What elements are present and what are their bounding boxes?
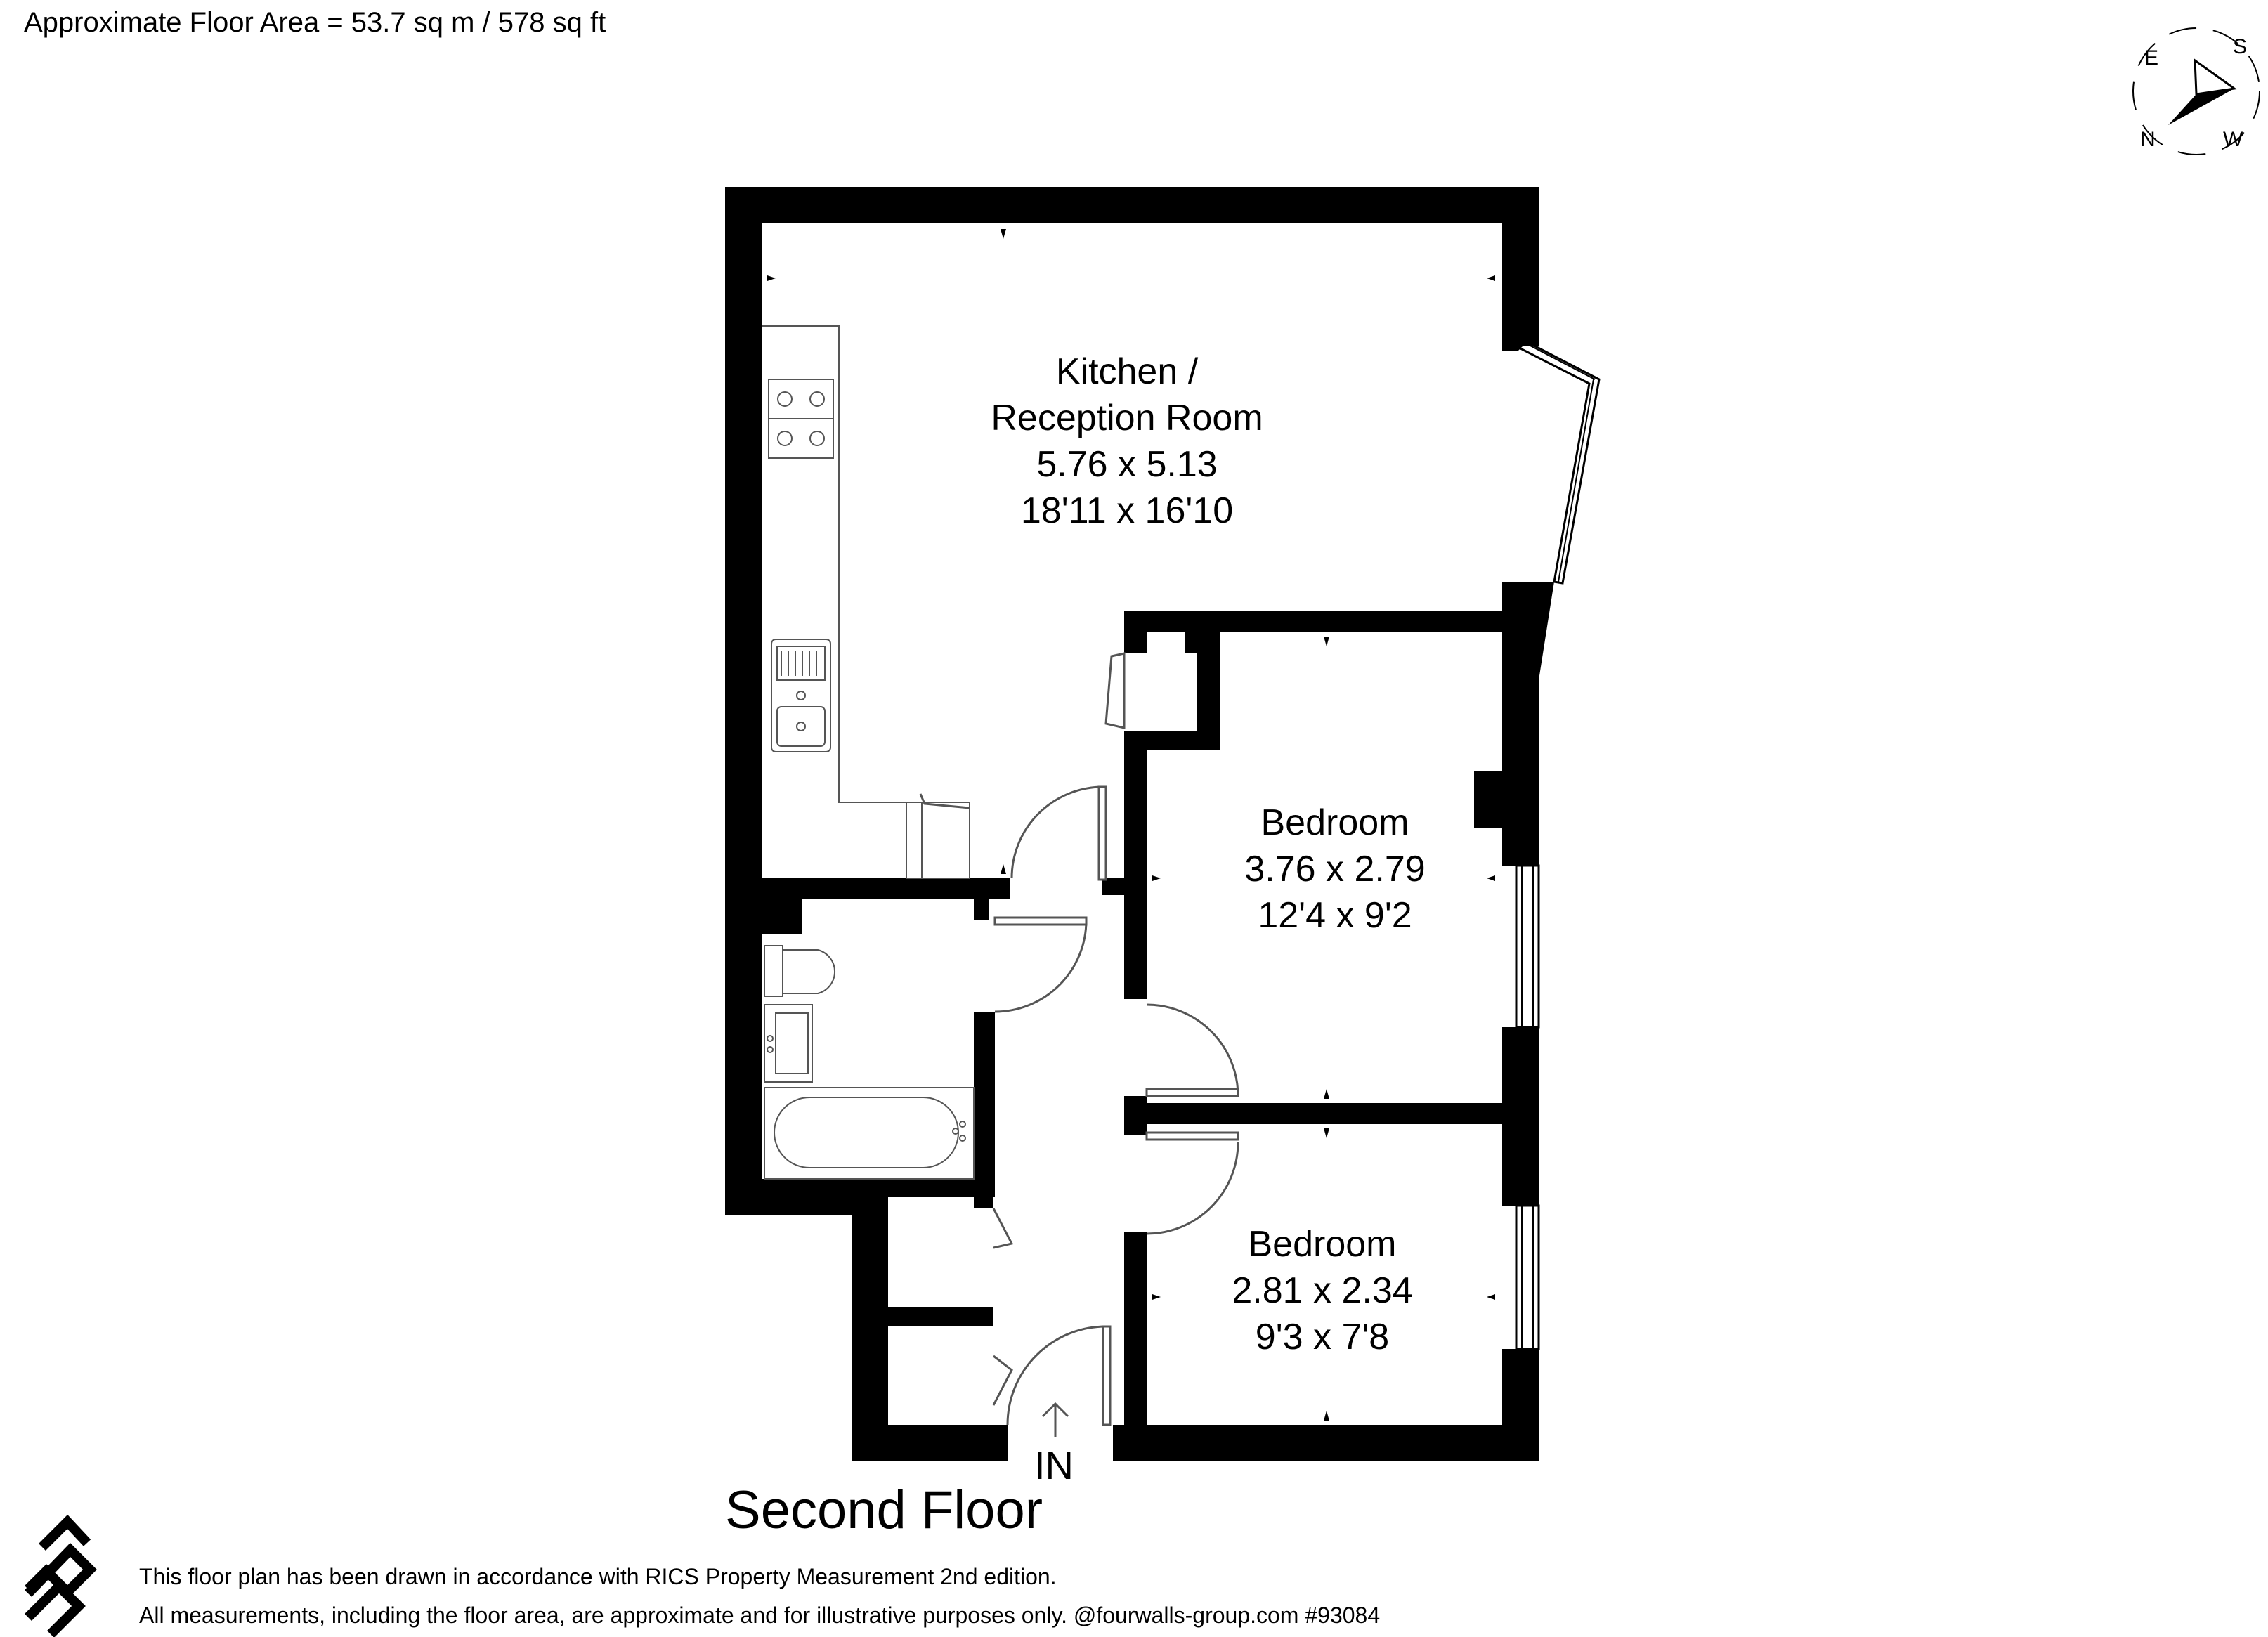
right-wall-bed2-top [1502, 1203, 1539, 1206]
bathroom-fixtures [764, 945, 975, 1180]
bedroom2-imperial-dimensions: 9'3 x 7'8 [1255, 1317, 1390, 1357]
kitchen-metric-dimensions: 5.76 x 5.13 [1036, 444, 1218, 485]
kitchen-worktop [762, 325, 923, 878]
dimension-markers [767, 229, 1495, 1421]
bay-corner-bottom [1502, 582, 1554, 680]
corridor-jamb [1102, 878, 1147, 895]
cupboard-jamb-1 [974, 1197, 993, 1208]
measurement-disclaimer: All measurements, including the floor ar… [139, 1603, 1381, 1628]
bedroom1-top-wall [1124, 611, 1502, 632]
bay-window [1516, 339, 1601, 585]
walls [725, 187, 1554, 1461]
doors [919, 652, 1239, 1426]
tick [1324, 1128, 1329, 1138]
toilet-cistern [764, 945, 783, 997]
tick [1001, 229, 1006, 239]
bedroom1-door-swing [1146, 1003, 1239, 1097]
entry-label: IN [1034, 1443, 1074, 1487]
right-wall-upper [1502, 223, 1539, 346]
hob-ring [777, 391, 793, 407]
bedroom2-window [1515, 1204, 1540, 1350]
toilet-bowl [782, 949, 836, 994]
bedroom2-left-wall [1124, 1232, 1147, 1425]
compass-icon [2132, 27, 2260, 155]
rics-disclaimer: This floor plan has been drawn in accord… [139, 1564, 1057, 1589]
bottom-wall-right [1113, 1425, 1539, 1461]
kitchen-imperial-dimensions: 18'11 x 16'10 [1020, 490, 1234, 531]
cupboard-top-left [1124, 611, 1147, 653]
dividing-wall-jamb [1124, 1096, 1147, 1135]
bedroom1-door-leaf [1145, 1088, 1239, 1097]
kitchen-door-swing [1010, 785, 1104, 879]
kitchen-fixtures [762, 325, 970, 879]
kitchen-cupboard-door [919, 793, 970, 809]
cupboard-bottom-wall [1124, 731, 1216, 750]
bedroom1-imperial-dimensions: 12'4 x 9'2 [1258, 895, 1412, 936]
floor-title: Second Floor [725, 1480, 1043, 1540]
right-wall-mid [1502, 1110, 1539, 1203]
tick [1487, 275, 1495, 281]
cupboard-door-1 [992, 1208, 1014, 1249]
right-wall-bed1-upper [1502, 680, 1539, 866]
entrance-door-leaf [1102, 1325, 1112, 1426]
tick [1487, 1294, 1495, 1300]
entrance-door-swing [1006, 1325, 1107, 1426]
cupboard-top-wall [888, 1179, 995, 1197]
compass-west-label: W [2223, 128, 2243, 151]
kitchen-sink [771, 639, 831, 752]
floor-area-text: Approximate Floor Area = 53.7 sq m / 578… [24, 7, 606, 38]
bathroom-door-leaf [993, 916, 1088, 926]
windows [1515, 339, 1601, 1350]
kitchen-name-line1: Kitchen / [1055, 351, 1199, 392]
lower-left-wall [852, 1194, 888, 1461]
bedroom1-name: Bedroom [1260, 802, 1409, 843]
bath [764, 1087, 975, 1180]
bedrooms-dividing-wall [1124, 1103, 1539, 1124]
chimney-breast [1474, 771, 1502, 828]
tick [1487, 875, 1495, 881]
tick [1152, 875, 1161, 881]
fourwalls-logo-icon [24, 1514, 97, 1637]
tick [767, 275, 776, 281]
hall-cupboard-door [1104, 652, 1126, 729]
bathroom-corner [725, 878, 802, 934]
hob-ring [809, 431, 825, 446]
kitchen-name-line2: Reception Room [991, 398, 1263, 438]
bedroom1-label: Bedroom 3.76 x 2.79 12'4 x 9'2 [1244, 800, 1425, 939]
tick [1001, 864, 1006, 874]
top-wall [725, 187, 1539, 223]
bedroom2-metric-dimensions: 2.81 x 2.34 [1232, 1270, 1413, 1311]
cupboard-divider [888, 1307, 993, 1326]
bedroom2-label: Bedroom 2.81 x 2.34 9'3 x 7'8 [1232, 1221, 1412, 1360]
kitchen-tall-unit [906, 802, 970, 879]
bedroom1-left-wall-mid [1124, 894, 1147, 999]
hob-ring [809, 391, 825, 407]
compass-east-label: E [2144, 46, 2159, 70]
tick [1152, 1294, 1161, 1300]
bedroom1-metric-dimensions: 3.76 x 2.79 [1244, 849, 1426, 889]
bedroom2-name: Bedroom [1248, 1224, 1397, 1265]
bathroom-right-wall [974, 1012, 995, 1196]
bedroom1-window [1515, 864, 1540, 1029]
entry-arrow-icon [1041, 1402, 1069, 1437]
compass-north-label: N [2140, 128, 2156, 151]
entry-jamb-right [1113, 1425, 1124, 1461]
cupboard-door-2 [992, 1355, 1013, 1406]
tick [1324, 637, 1329, 646]
compass-south-label: S [2233, 35, 2248, 58]
bathroom-door-swing [994, 920, 1088, 1013]
bath-door-jamb [974, 878, 989, 920]
kitchen-door-leaf [1097, 785, 1107, 881]
kitchen-reception-label: Kitchen / Reception Room 5.76 x 5.13 18'… [991, 348, 1263, 534]
left-wall [725, 187, 762, 1215]
bedroom2-door-leaf [1145, 1131, 1239, 1141]
tick [1324, 1411, 1329, 1421]
hob-ring [777, 431, 793, 446]
tick [1324, 1089, 1329, 1099]
bedroom2-door-swing [1146, 1142, 1239, 1235]
washbasin [764, 1004, 813, 1083]
bedroom1-left-wall-upper [1124, 731, 1147, 894]
